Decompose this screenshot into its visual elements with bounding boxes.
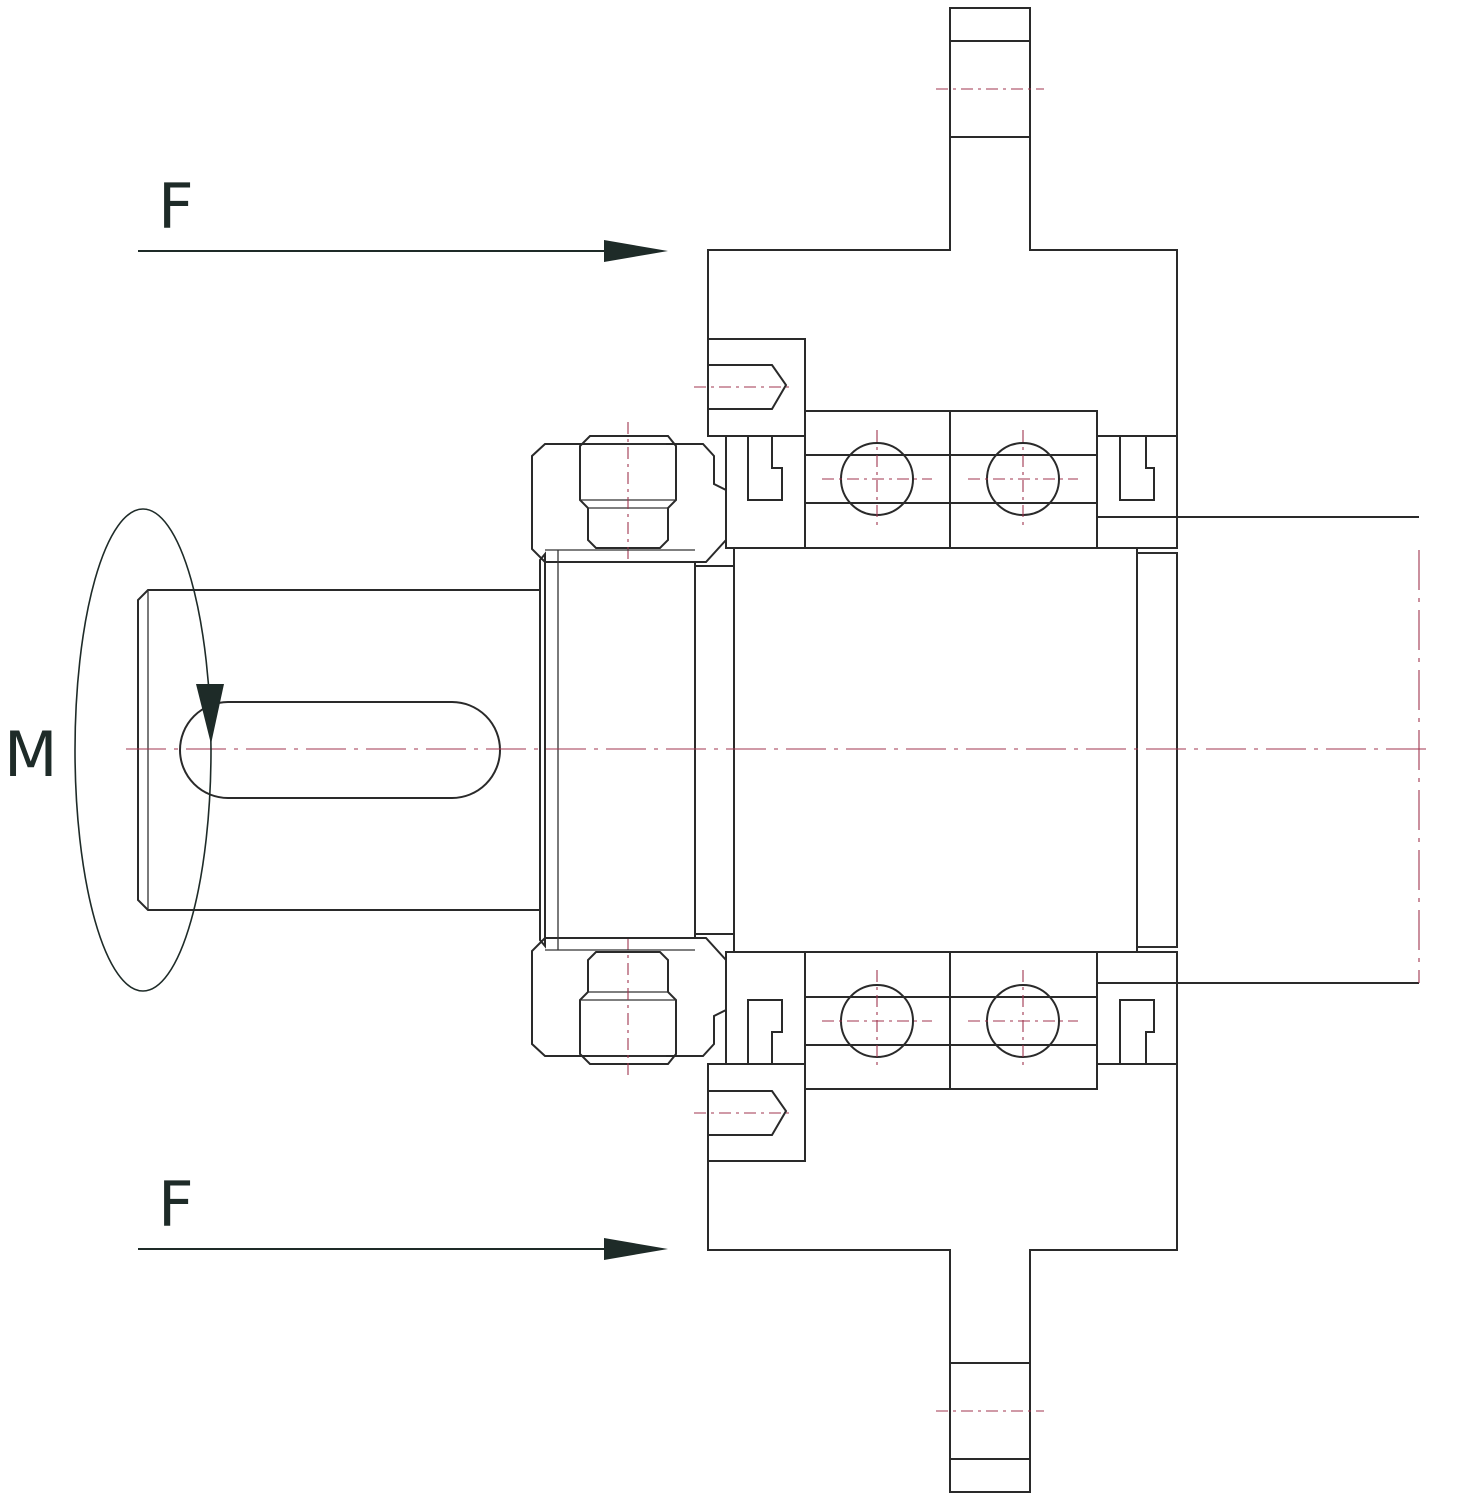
shaft-thread (544, 561, 696, 939)
lock-nut (531, 422, 727, 1078)
housing-lower (707, 982, 1178, 1493)
moment-label: M (4, 718, 58, 791)
bearing-bottom-right (949, 951, 1098, 1090)
force-label-top: F (158, 170, 194, 243)
housing (707, 7, 1178, 1493)
shaft-right-step (1136, 552, 1178, 948)
housing-upper (707, 7, 1178, 518)
bearing-top-right (949, 410, 1098, 549)
seal-rings (725, 435, 1178, 1065)
end-cover (694, 338, 806, 1162)
shaft-bearing-seat (733, 547, 1138, 953)
force-arrow-bottom (138, 1238, 668, 1260)
lock-nut-top (531, 443, 727, 563)
bearing-bottom-left (804, 951, 951, 1090)
shaft-relief (694, 565, 735, 935)
moment-arrow (74, 508, 224, 992)
bearing-top-left (804, 410, 951, 549)
shaft-output-end (137, 589, 540, 911)
force-label-bottom: F (158, 1168, 194, 1241)
lock-nut-bottom (531, 937, 727, 1057)
force-arrow-top (138, 240, 668, 262)
keyway (179, 701, 501, 799)
shaft (137, 516, 1420, 984)
